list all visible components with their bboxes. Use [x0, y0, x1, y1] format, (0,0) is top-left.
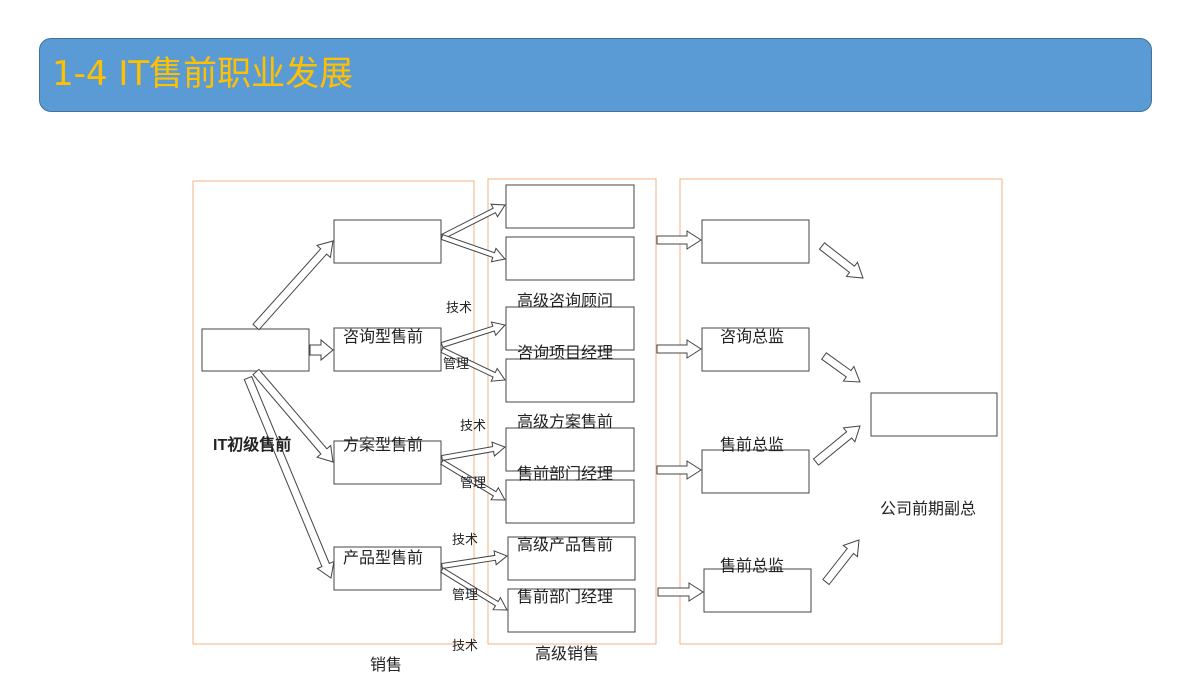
solution-type-label: 方案型售前	[343, 435, 423, 454]
sales-box	[333, 219, 442, 264]
senior-box-2	[505, 236, 635, 281]
senior-consultant-label: 高级咨询顾问	[517, 291, 613, 310]
vp-box	[870, 392, 998, 437]
edge-label-tech: 技术	[460, 419, 486, 434]
arrow-solution-to-senior-6	[440, 459, 506, 501]
edge-label-mgmt: 管理	[443, 357, 469, 372]
edge-label-tech: 技术	[452, 533, 478, 548]
arrow-director-1-to-vp	[818, 242, 864, 279]
arrow-senior-to-director-2	[656, 339, 702, 359]
consulting-pm-label: 咨询项目经理	[517, 343, 613, 362]
arrow-senior-to-director-4	[657, 582, 704, 602]
edge-label-tech: 技术	[446, 301, 472, 316]
presales-manager-label-1: 售前部门经理	[517, 464, 613, 483]
senior-product-label: 高级产品售前	[517, 535, 613, 554]
presales-director-label-2: 售前总监	[720, 556, 784, 575]
senior-sales-column-frame	[487, 178, 657, 645]
arrow-entry-to-solution	[252, 368, 334, 463]
arrow-sales-to-senior-1	[440, 203, 506, 240]
arrow-sales-to-senior-2	[440, 233, 506, 263]
senior-box-4	[505, 358, 635, 403]
page-title: 1-4 IT售前职业发展	[52, 54, 354, 94]
edge-label-mgmt: 管理	[460, 476, 486, 491]
edge-label-mgmt: 管理	[452, 588, 478, 603]
arrow-solution-to-senior-5	[441, 441, 506, 462]
entry-box	[201, 328, 310, 372]
product-type-box	[333, 546, 442, 591]
presales-manager-label-2: 售前部门经理	[517, 587, 613, 606]
consulting-type-label: 咨询型售前	[343, 327, 423, 346]
vp-label: 公司前期副总	[880, 499, 976, 518]
arrow-entry-to-product	[243, 375, 335, 579]
arrow-consulting-to-senior-3	[440, 321, 506, 349]
product-type-label: 产品型售前	[343, 548, 423, 567]
senior-box-8	[507, 588, 636, 633]
consulting-type-box	[333, 327, 442, 372]
arrow-product-to-senior-8	[440, 567, 508, 611]
arrow-director-3-to-vp	[812, 425, 861, 466]
senior-box-5	[505, 427, 635, 472]
title-bar	[39, 38, 1152, 112]
senior-box-6	[505, 479, 635, 524]
senior-box-1	[505, 184, 635, 229]
senior-solution-label: 高级方案售前	[517, 412, 613, 431]
arrow-consulting-to-senior-4	[440, 347, 506, 382]
director-box-4	[703, 568, 812, 613]
director-box-3	[701, 449, 810, 494]
senior-box-7	[507, 536, 636, 581]
senior-box-3	[505, 306, 635, 351]
edge-label-tech: 技术	[452, 639, 478, 654]
director-box-1	[701, 219, 810, 264]
arrow-product-to-senior-7	[441, 550, 508, 570]
arrow-senior-to-director-1	[656, 230, 702, 250]
director-box-2	[701, 327, 810, 372]
arrow-entry-to-sales	[252, 240, 334, 331]
director-column-frame	[679, 178, 1003, 645]
sales-column-label: 销售	[370, 655, 402, 674]
consulting-director-label: 咨询总监	[720, 327, 784, 346]
entry-label: IT初级售前	[213, 435, 291, 454]
solution-type-box	[333, 440, 442, 485]
arrow-director-2-to-vp	[821, 352, 861, 383]
presales-director-label-1: 售前总监	[720, 435, 784, 454]
arrow-director-4-to-vp	[822, 539, 860, 586]
arrow-entry-to-consulting	[309, 338, 334, 362]
sales-column-frame	[192, 180, 475, 645]
senior-sales-column-label: 高级销售	[535, 644, 599, 663]
arrow-senior-to-director-3	[656, 460, 702, 480]
